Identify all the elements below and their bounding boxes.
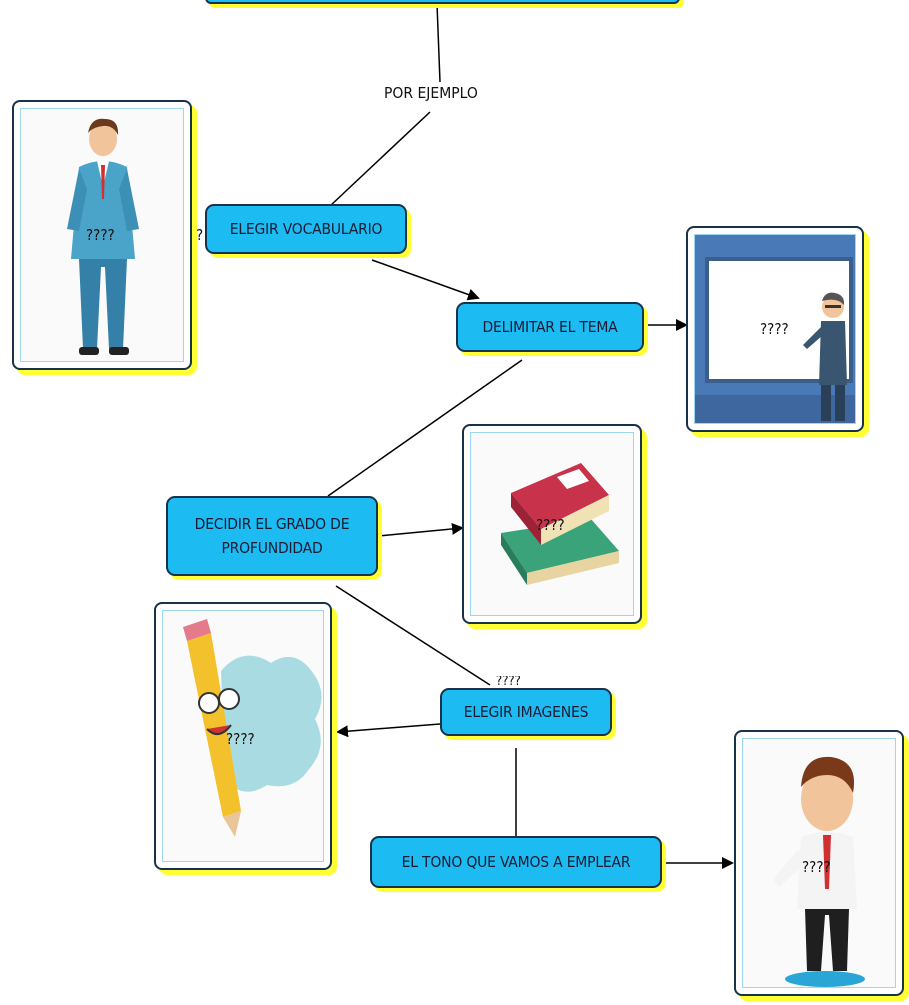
standing-man-illustration	[20, 108, 184, 362]
businessman-illustration	[742, 738, 896, 988]
node-tono[interactable]: EL TONO QUE VAMOS A EMPLEAR	[370, 836, 662, 888]
link-profundidad-imagenes	[335, 585, 491, 686]
node-elegir-imagenes[interactable]: ELEGIR IMAGENES	[440, 688, 612, 736]
standing-man-placeholder: ????	[86, 226, 115, 244]
books-placeholder: ????	[536, 516, 565, 534]
node-decidir-grado-line1: DECIDIR EL GRADO DE	[194, 514, 350, 533]
teacher-board-illustration	[694, 234, 856, 424]
link-root-ejemplo	[436, 3, 441, 83]
image-card-standing-man[interactable]: ????	[12, 100, 192, 370]
books-icon	[501, 463, 619, 585]
por-ejemplo-label: POR EJEMPLO	[384, 84, 478, 102]
node-decidir-grado[interactable]: DECIDIR EL GRADO DE PROFUNDIDAD	[166, 496, 378, 576]
link-vocabulario-tema	[371, 259, 480, 301]
image-card-businessman[interactable]: ????	[734, 730, 904, 996]
vocabulario-side-placeholder: ?	[196, 226, 204, 244]
link-tema-profundidad	[327, 359, 523, 497]
businessman-placeholder: ????	[802, 858, 831, 876]
imagenes-top-placeholder: ????	[496, 676, 521, 686]
teacher-placeholder: ????	[760, 320, 789, 338]
root-node[interactable]	[205, 0, 680, 4]
node-delimitar-tema[interactable]: DELIMITAR EL TEMA	[456, 302, 644, 352]
node-elegir-vocabulario-label: ELEGIR VOCABULARIO	[229, 219, 383, 238]
pencil-illustration	[162, 610, 324, 862]
pencil-character-icon	[183, 619, 322, 837]
pencil-placeholder: ????	[226, 730, 255, 748]
node-elegir-vocabulario[interactable]: ELEGIR VOCABULARIO	[205, 204, 407, 254]
image-card-teacher-board[interactable]: ????	[686, 226, 864, 432]
man-icon	[67, 118, 139, 355]
image-card-books[interactable]: ????	[462, 424, 642, 624]
link-ejemplo-vocabulario	[329, 111, 431, 207]
image-card-pencil[interactable]: ????	[154, 602, 332, 870]
presentation-board-icon	[695, 257, 855, 423]
node-decidir-grado-line2: PROFUNDIDAD	[221, 539, 323, 557]
link-profundidad-books	[377, 522, 464, 537]
node-elegir-imagenes-label: ELEGIR IMAGENES	[463, 702, 589, 721]
link-imagenes-pencil	[336, 723, 441, 738]
node-tono-label: EL TONO QUE VAMOS A EMPLEAR	[401, 852, 631, 871]
businessman-icon	[773, 756, 865, 987]
node-delimitar-tema-label: DELIMITAR EL TEMA	[482, 317, 618, 336]
books-illustration	[470, 432, 634, 616]
